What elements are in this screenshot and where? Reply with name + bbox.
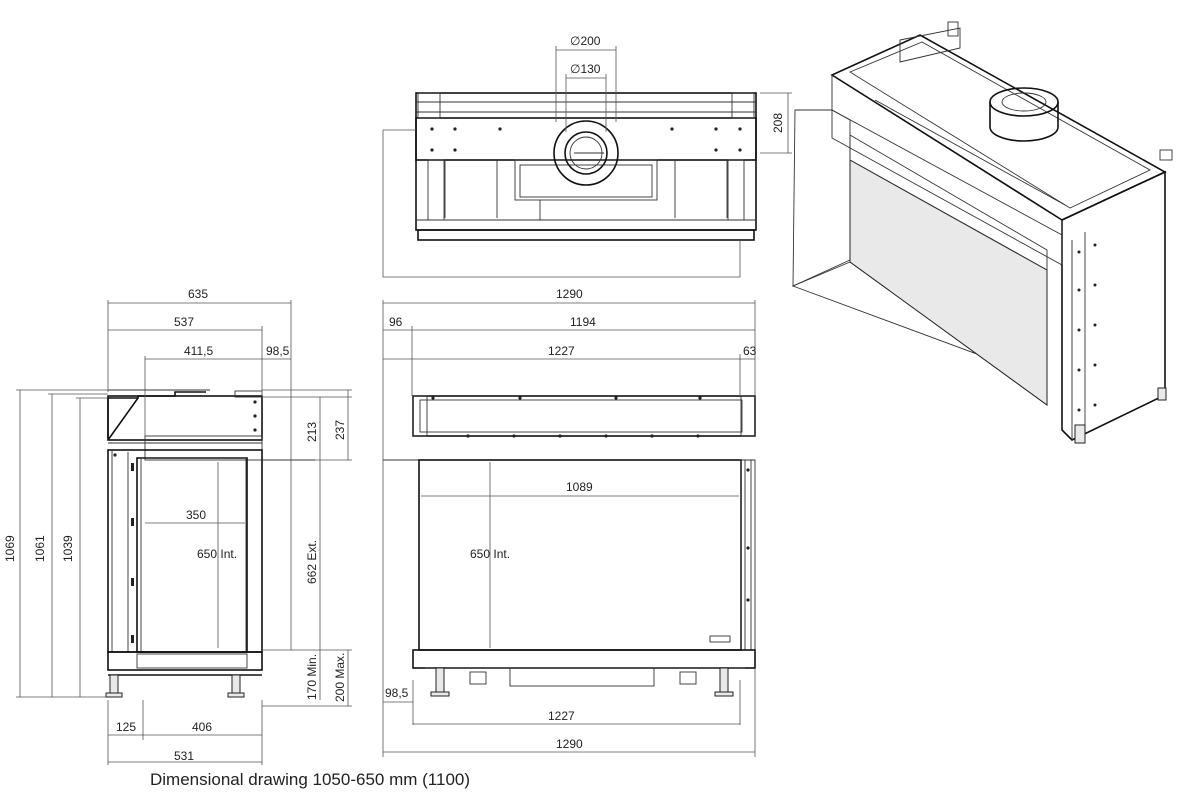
side-bottom-531-label: 531 — [174, 749, 194, 763]
front-right-63-label: 63 — [743, 344, 757, 358]
flue-outer-diameter-label: ∅200 — [570, 34, 601, 48]
front-width-1290-top-label: 1290 — [556, 287, 583, 301]
side-min-170-label: 170 Min. — [305, 654, 319, 700]
side-depth-985-label: 98,5 — [266, 344, 290, 358]
side-view-bolts — [113, 400, 257, 643]
side-max-200-label: 200 Max. — [333, 653, 347, 702]
side-height-1069-label: 1069 — [3, 535, 17, 562]
front-view: 1290 96 1194 1227 63 1089 650 Int. 98,5 … — [382, 287, 757, 757]
isometric-view — [791, 21, 1173, 444]
front-glass-width-label: 1089 — [566, 480, 593, 494]
side-height-1039-label: 1039 — [61, 535, 75, 562]
front-width-1290-bottom-label: 1290 — [556, 737, 583, 751]
front-left-96-label: 96 — [389, 315, 403, 329]
flue-inner-diameter-label: ∅130 — [570, 62, 601, 76]
drawing-caption: Dimensional drawing 1050-650 mm (1100) — [150, 770, 471, 789]
side-ext-662-label: 662 Ext. — [305, 540, 319, 584]
front-width-1227-bottom-label: 1227 — [548, 709, 575, 723]
front-width-1227-top-label: 1227 — [548, 344, 575, 358]
side-depth-4115-label: 411,5 — [184, 344, 213, 358]
side-view: 635 537 411,5 98,5 1069 1061 1039 213 23… — [3, 287, 352, 765]
side-bottom-406-label: 406 — [192, 720, 212, 734]
side-top-213-label: 213 — [305, 422, 319, 442]
front-glass-height-label: 650 Int. — [470, 547, 510, 561]
side-top-237-label: 237 — [333, 420, 347, 440]
top-view-bolts — [430, 127, 742, 152]
side-depth-635-label: 635 — [188, 287, 208, 301]
side-firebox-depth-label: 350 — [186, 508, 206, 522]
side-depth-537-label: 537 — [174, 315, 194, 329]
top-view: ∅200 ∅130 208 — [382, 34, 792, 278]
front-bottom-985-label: 98,5 — [385, 686, 409, 700]
front-width-1194-label: 1194 — [570, 315, 596, 329]
front-view-bolts — [431, 396, 750, 602]
side-bottom-125-label: 125 — [116, 720, 136, 734]
side-height-1061-label: 1061 — [33, 535, 47, 562]
top-depth-label: 208 — [771, 113, 785, 133]
isometric-bolts — [1077, 243, 1097, 412]
side-firebox-height-label: 650 Int. — [197, 547, 237, 561]
